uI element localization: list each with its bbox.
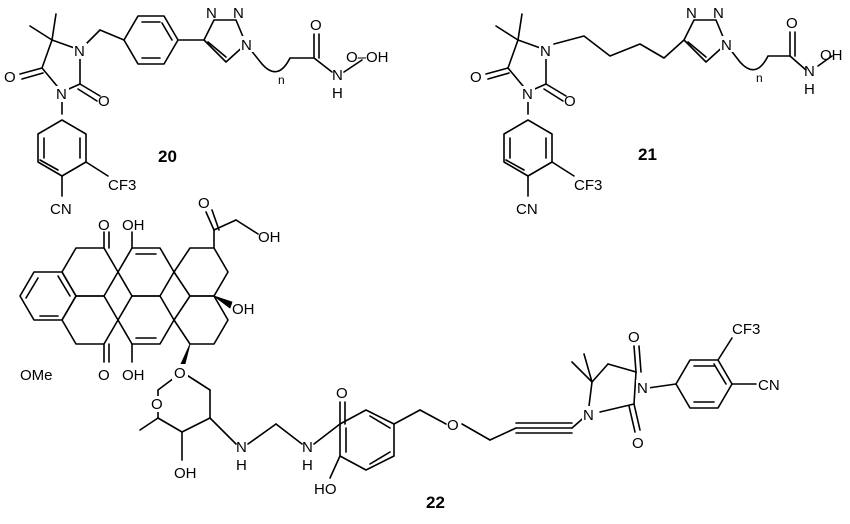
label-oh1: OH [122,217,145,234]
atom-o-ring2: O [564,93,576,110]
atom-oh: OH [820,47,843,64]
atom-n-ring: N [583,407,594,424]
label-cf3: CF3 [574,177,602,194]
atom-o-ring2: O [632,435,644,452]
label-oh-ch2: OH [258,229,281,246]
atom-o-q1: O [98,217,110,234]
atom-n-tri1: N [686,5,697,22]
compound-number: 21 [638,145,657,164]
label-oh-ring: OH [232,301,255,318]
atom-n-tri2: N [713,5,724,22]
atom-h1: H [236,457,247,474]
label-cn: CN [516,201,538,218]
label-oh-sugar: OH [174,465,197,482]
atom-n-tri3: N [241,37,252,54]
atom-n-aryl: N [56,86,67,103]
atom-o-amide: O [786,15,798,32]
atom-n-ring: N [540,43,551,60]
atom-n-tri2: N [233,5,244,22]
atom-h: H [804,81,815,98]
label-oh2: OH [122,367,145,384]
atom-ketone-o: O [198,195,210,212]
chain-n: n [278,73,285,87]
compound-22: O O OH OH OH O OH OMe O O N H N H O HO O… [19,195,780,512]
atom-n-h: N [804,63,815,80]
atom-o-sugar: O [151,396,163,413]
atom-h: H [332,85,343,102]
label-ome: OMe [20,367,53,384]
chain-n: n [756,71,763,85]
atom-n-ring: N [74,43,85,60]
atom-o-glyc: O [174,365,186,382]
compound-number: 22 [426,493,445,512]
atom-n-h: N [332,67,343,84]
atom-o-q2: O [98,367,110,384]
atom-h2: H [302,457,313,474]
atom-o-amide: O [336,385,348,402]
atom-n-tri1: N [206,5,217,22]
atom-o-ring1: O [470,69,482,86]
label-cf3: CF3 [732,321,760,338]
compound-21: N N O O N N N n O N H OH CF3 CN 21 [470,5,843,218]
label-cn: CN [758,377,780,394]
atom-nh2: N [302,439,313,456]
atom-n-aryl: N [637,380,648,397]
atom-o-ring1: O [4,69,16,86]
label-cn: CN [50,201,72,218]
label-cf3: CF3 [108,177,136,194]
label-ho-ar: HO [314,481,337,498]
atom-o-amide: O [310,17,322,34]
atom-oh: O–OH [346,49,389,66]
atom-nh1: N [236,439,247,456]
atom-o-ring2: O [98,93,110,110]
atom-n-tri3: N [721,37,732,54]
compound-number: 20 [158,147,177,166]
atom-o-ring1: O [628,329,640,346]
atom-o-ether: O [447,417,459,434]
compound-20: N N O O N N N n O N H O–OH CF3 CN 20 [4,5,389,218]
atom-n-aryl: N [522,86,533,103]
